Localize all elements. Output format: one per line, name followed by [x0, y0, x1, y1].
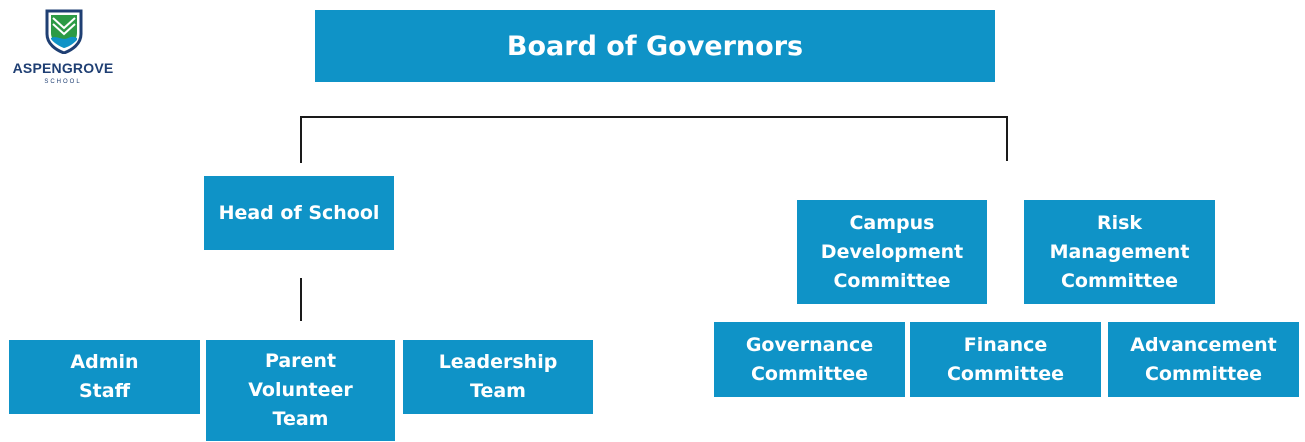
- leadership-team-box: Leadership Team: [403, 340, 593, 414]
- governance-committee-box: Governance Committee: [714, 322, 905, 397]
- campus-development-committee-box: Campus Development Committee: [797, 200, 987, 304]
- connector-right-drop: [1006, 116, 1008, 161]
- parent-volunteer-team-box: Parent Volunteer Team: [206, 340, 395, 441]
- admin-staff-box: Admin Staff: [9, 340, 200, 414]
- logo-subtitle: SCHOOL: [44, 79, 82, 85]
- connector-head-to-staff: [300, 278, 302, 321]
- logo-wordmark: ASPENGROVE: [12, 60, 114, 76]
- connector-horizontal: [300, 116, 1008, 118]
- advancement-committee-box: Advancement Committee: [1108, 322, 1299, 397]
- risk-management-committee-box: Risk Management Committee: [1024, 200, 1215, 304]
- connector-left-drop: [300, 116, 302, 163]
- head-of-school-box: Head of School: [204, 176, 394, 250]
- board-of-governors-box: Board of Governors: [315, 10, 995, 82]
- shield-crest-icon: [45, 9, 83, 54]
- school-logo: ASPENGROVE SCHOOL: [8, 8, 138, 92]
- finance-committee-box: Finance Committee: [910, 322, 1101, 397]
